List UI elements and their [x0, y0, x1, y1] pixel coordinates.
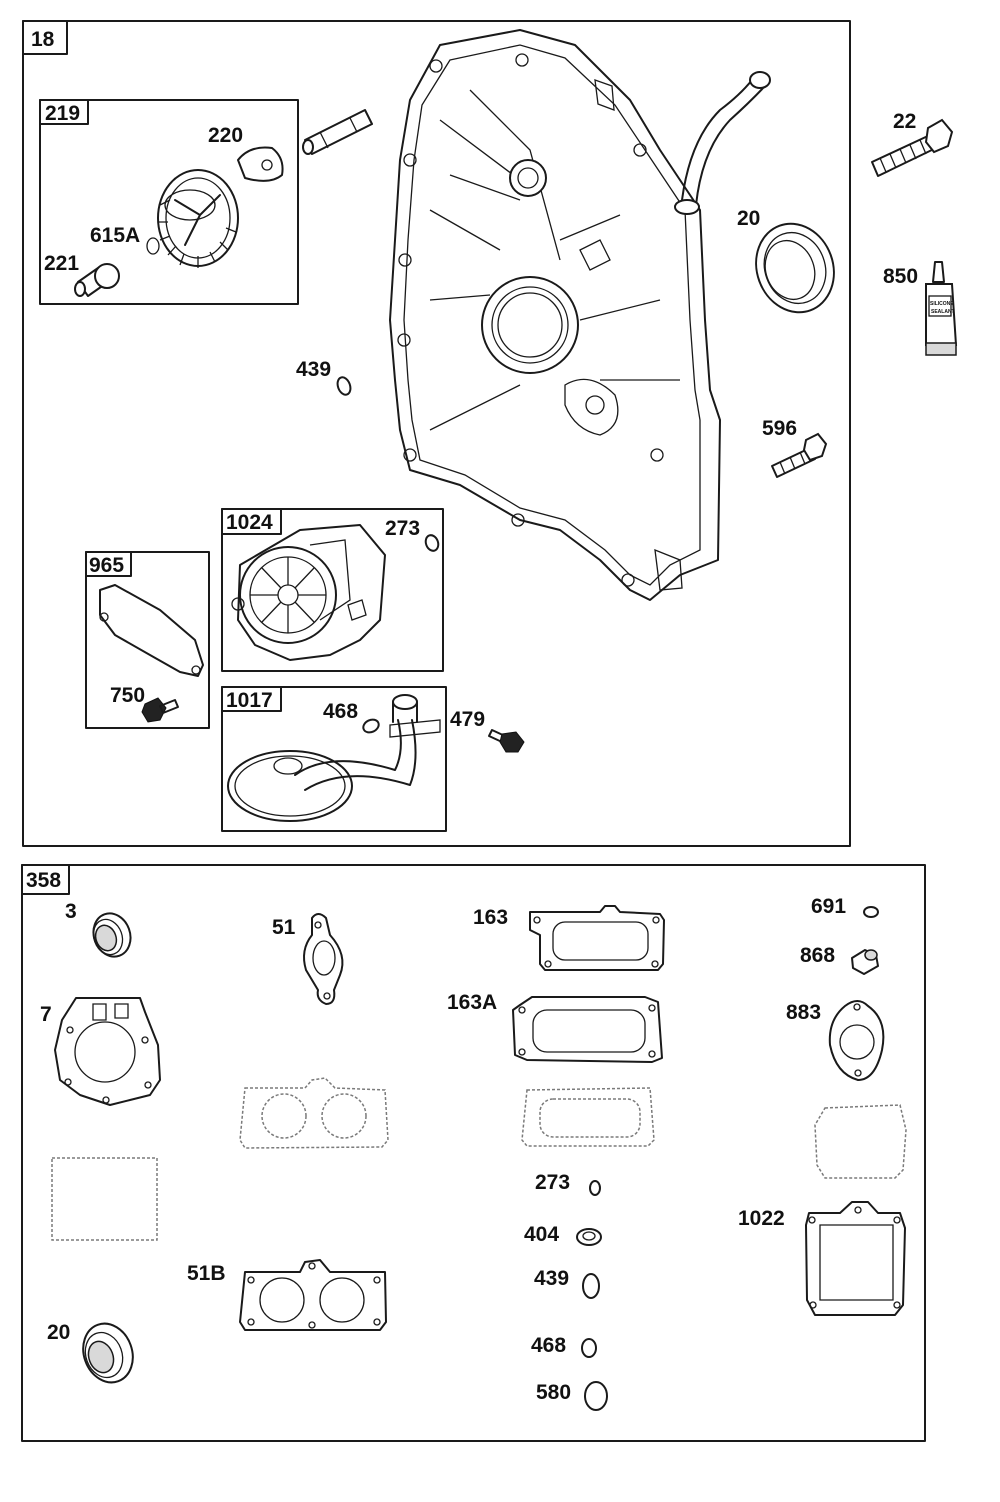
label-163A: 163A	[447, 991, 497, 1014]
washer-439-top	[336, 376, 352, 396]
label-468-top: 468	[323, 700, 358, 723]
gasket-outline-rect-right	[814, 1104, 907, 1179]
label-7: 7	[40, 1003, 52, 1026]
group-1017-tag	[221, 686, 282, 712]
dowel-pin	[302, 109, 373, 155]
label-580: 580	[536, 1381, 571, 1404]
oring-468-bottom	[581, 1338, 597, 1358]
label-22: 22	[893, 110, 916, 133]
governor-crank	[237, 146, 284, 182]
label-468-bottom: 468	[531, 1334, 566, 1357]
gasket-1022	[805, 1201, 906, 1316]
gasket-7	[54, 997, 161, 1106]
label-20-top: 20	[737, 207, 760, 230]
oil-pump-assembly	[231, 524, 386, 661]
group-1024-label: 1024	[226, 511, 273, 534]
group-1017-label: 1017	[226, 689, 273, 712]
label-883: 883	[786, 1001, 821, 1024]
label-220: 220	[208, 124, 243, 147]
sealant-text-2: SEALANT	[931, 309, 955, 315]
oring-468-top	[362, 718, 380, 734]
oil-seal-20-bottom	[82, 1322, 134, 1384]
group-1024-frame	[221, 508, 444, 672]
gasket-163	[529, 905, 665, 971]
group-965-label: 965	[89, 554, 124, 577]
oil-pickup	[227, 694, 441, 822]
label-51B: 51B	[187, 1262, 226, 1285]
oring-580	[584, 1381, 608, 1411]
plug-868	[851, 949, 879, 975]
label-439-top: 439	[296, 358, 331, 381]
group-358-frame	[21, 864, 926, 1442]
gasket-883	[828, 1000, 885, 1081]
group-965-frame	[85, 551, 210, 729]
screw-596	[771, 432, 828, 478]
seal-404	[576, 1228, 602, 1246]
gasket-51	[303, 913, 344, 1005]
bolt-22	[871, 118, 954, 177]
label-750: 750	[110, 684, 145, 707]
screw-479	[488, 729, 525, 753]
governor-shaft	[74, 263, 120, 297]
label-221: 221	[44, 252, 79, 275]
label-51: 51	[272, 916, 296, 939]
label-3: 3	[65, 900, 77, 923]
crankcase-cover	[389, 29, 771, 601]
oring-439-bottom	[582, 1273, 600, 1299]
group-18-label: 18	[31, 28, 55, 51]
label-691: 691	[811, 895, 846, 918]
label-596: 596	[762, 417, 797, 440]
label-439-bottom: 439	[534, 1267, 569, 1290]
group-358-tag	[21, 864, 70, 895]
governor-washer	[146, 237, 160, 255]
label-868: 868	[800, 944, 835, 967]
sealant-text-1: SILICONE	[930, 301, 954, 307]
label-273-top: 273	[385, 517, 420, 540]
group-18-tag	[22, 20, 68, 55]
group-1017-frame	[221, 686, 447, 832]
governor-gear-assembly	[157, 169, 239, 268]
label-479: 479	[450, 708, 485, 731]
oil-seal-3	[92, 912, 132, 958]
pump-cover-gasket	[99, 584, 204, 677]
label-20-bottom: 20	[47, 1321, 70, 1344]
label-163: 163	[473, 906, 508, 929]
gasket-outline-rect-left	[51, 1157, 158, 1241]
group-219-frame	[39, 99, 299, 305]
label-273-bottom: 273	[535, 1171, 570, 1194]
label-615A: 615A	[90, 224, 140, 247]
group-219-tag	[39, 99, 89, 125]
group-18-frame	[22, 20, 851, 847]
label-1022: 1022	[738, 1207, 785, 1230]
group-1024-tag	[221, 508, 282, 535]
label-850: 850	[883, 265, 918, 288]
oring-273-top	[424, 534, 440, 552]
gasket-outline-double-left	[239, 1077, 389, 1149]
sealant-tube-850: SILICONE SEALANT	[925, 261, 958, 356]
oil-seal-20	[755, 222, 835, 314]
label-404: 404	[524, 1223, 559, 1246]
oring-273-bottom	[589, 1180, 601, 1196]
gasket-163A	[512, 996, 663, 1063]
group-219-label: 219	[45, 102, 80, 125]
group-358-label: 358	[26, 869, 61, 892]
gasket-outline-oval	[521, 1087, 655, 1147]
oring-691	[863, 906, 879, 918]
group-965-tag	[85, 551, 132, 577]
screw-750	[141, 697, 179, 723]
gasket-51B	[239, 1259, 387, 1331]
